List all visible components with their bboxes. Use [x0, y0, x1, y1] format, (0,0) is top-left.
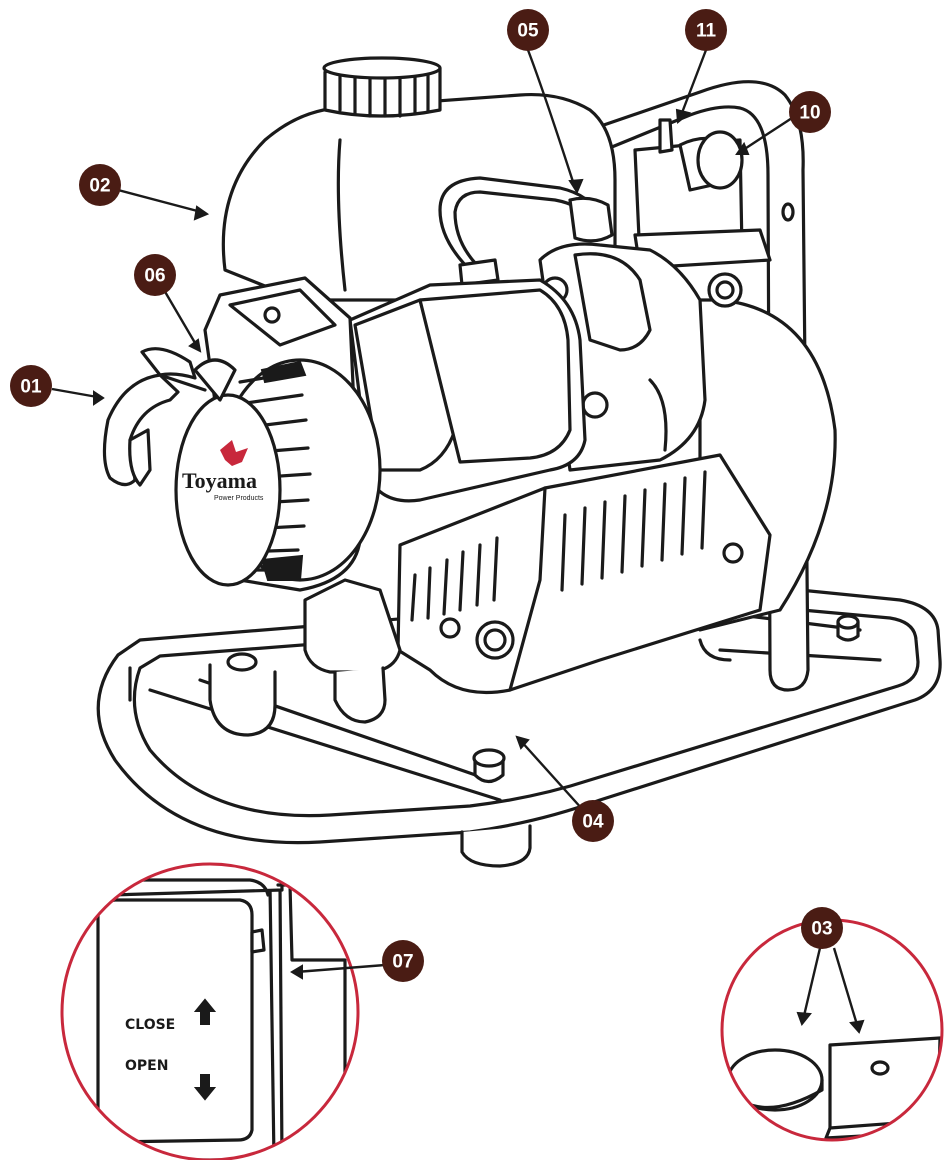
callout-03: 03: [801, 907, 843, 949]
callout-10: 10: [789, 91, 831, 133]
air-filter-cover: [348, 278, 587, 503]
svg-text:01: 01: [20, 377, 42, 398]
svg-text:02: 02: [89, 176, 110, 197]
svg-text:10: 10: [799, 103, 820, 124]
callout-04: 04: [572, 800, 614, 842]
svg-text:05: 05: [517, 21, 539, 42]
plug-detail: [720, 918, 944, 1142]
svg-text:07: 07: [392, 952, 413, 973]
brand-emblem-icon: [220, 440, 248, 466]
round-plug: [726, 1048, 824, 1112]
arrow-up-icon: [193, 998, 217, 1025]
callout-arrows: [51, 49, 793, 811]
choke-detail: CLOSE OPEN: [60, 862, 386, 1160]
choke-open-label: OPEN: [125, 1058, 168, 1074]
callout-11: 11: [685, 9, 727, 51]
svg-text:04: 04: [582, 812, 604, 833]
fuel-tank: [221, 56, 617, 302]
callout-02: 02: [79, 164, 121, 206]
choke-close-label: CLOSE: [125, 1017, 175, 1033]
svg-text:11: 11: [696, 21, 717, 42]
callout-07: 07: [382, 940, 424, 982]
arrow-down-icon: [193, 1074, 217, 1101]
brand-name: Toyama: [182, 468, 257, 493]
svg-text:06: 06: [144, 266, 165, 287]
engine-mount: [303, 578, 402, 724]
pull-handle: [102, 347, 207, 487]
starter-cover: [174, 393, 282, 587]
outlet-port-10: [696, 130, 744, 190]
recoil-starter: Toyama Power Products: [174, 276, 382, 592]
brand-tagline: Power Products: [214, 495, 264, 502]
callout-06: 06: [134, 254, 176, 296]
muffler-guard: [396, 453, 772, 695]
fuel-line: [438, 176, 614, 287]
callout-01: 01: [10, 365, 52, 407]
callout-05: 05: [507, 9, 549, 51]
svg-text:03: 03: [811, 919, 832, 940]
square-gasket: [828, 1036, 942, 1130]
